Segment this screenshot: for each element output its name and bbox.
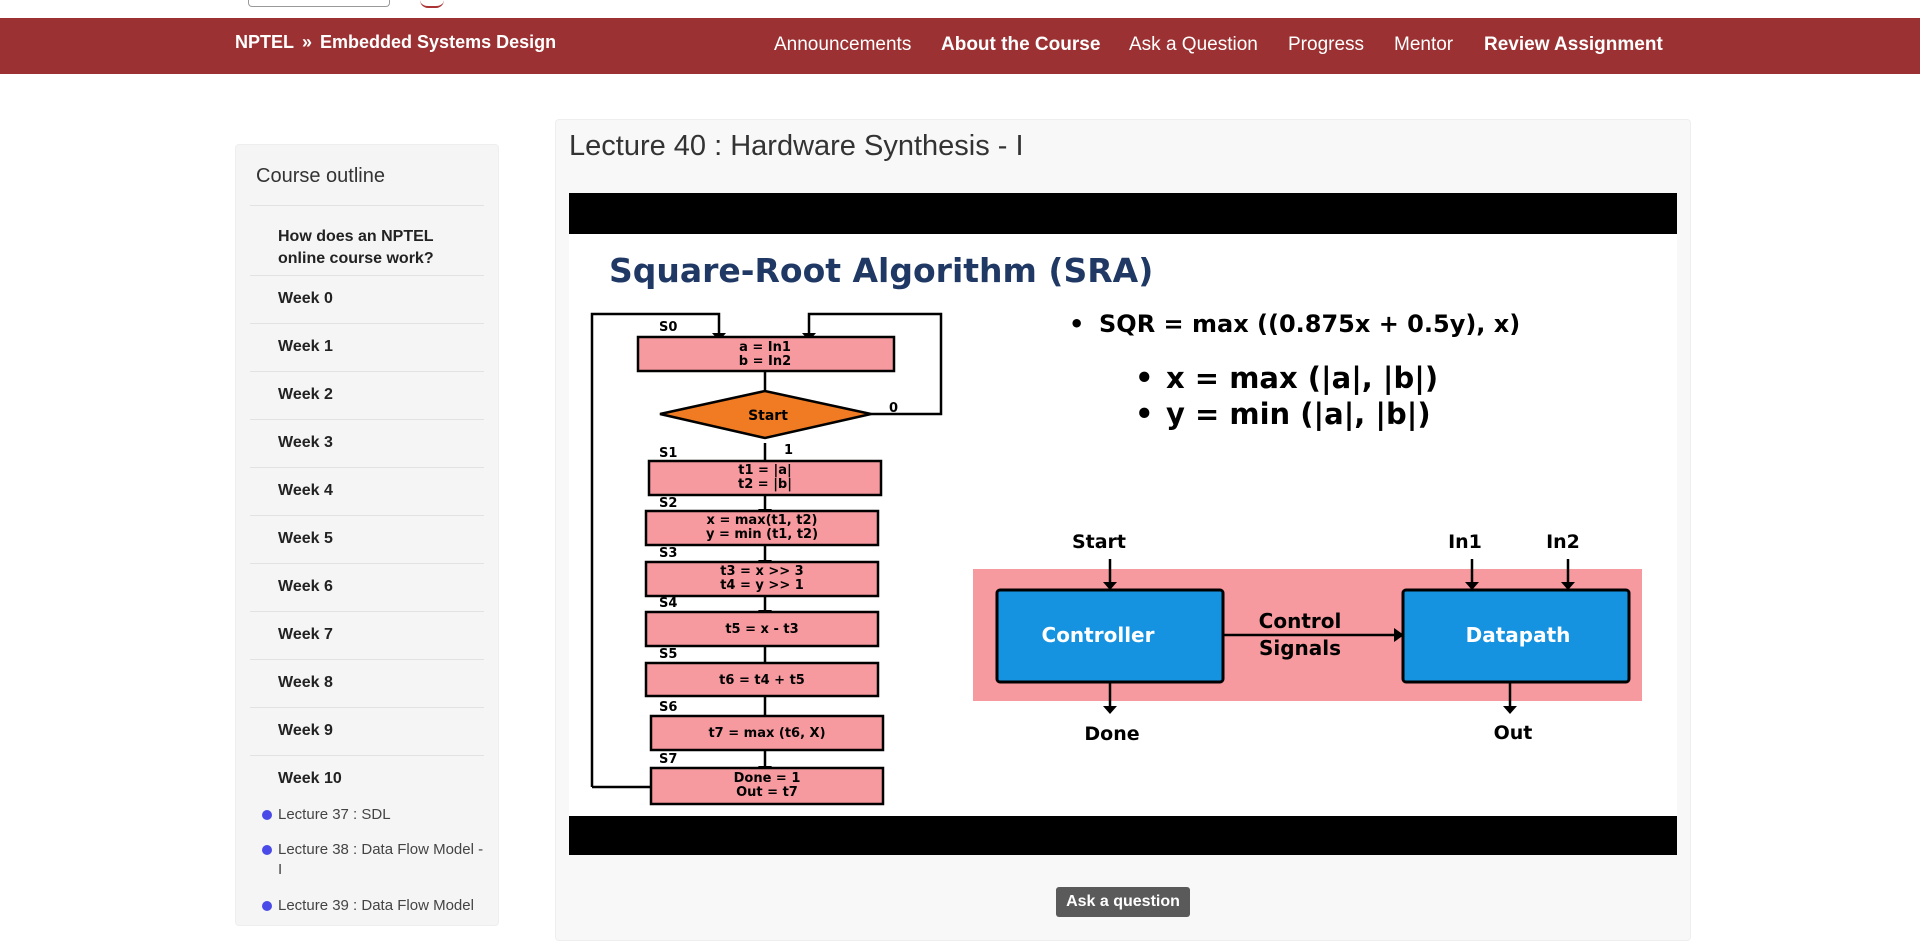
state-label-s0: S0 (659, 320, 677, 335)
page-title: Lecture 40 : Hardware Synthesis - I (569, 130, 1024, 162)
block-arrowheads (1103, 582, 1575, 714)
course-link[interactable]: Embedded Systems Design (320, 32, 557, 52)
s0-line2: b = In2 (739, 354, 791, 369)
formula-x: x = max (|a|, |b|) (1166, 361, 1438, 395)
s6-line1: t7 = max (t6, X) (708, 726, 825, 741)
lecture-label: Lecture 37 : SDL (278, 806, 391, 823)
lecture-item-39[interactable]: Lecture 39 : Data Flow Model (262, 896, 484, 916)
s5-line1: t6 = t4 + t5 (719, 673, 805, 688)
logo (248, 0, 390, 7)
sidebar-item-week-3[interactable]: Week 3 (250, 419, 484, 467)
s0-line1: a = In1 (739, 340, 791, 355)
formula-bullet: • (1135, 361, 1154, 395)
sidebar-item-week-4[interactable]: Week 4 (250, 467, 484, 515)
formula-y: y = min (|a|, |b|) (1166, 397, 1431, 431)
input-in2-label: In2 (1546, 531, 1580, 553)
lecture-item-37[interactable]: Lecture 37 : SDL (262, 805, 484, 825)
state-label-s1: S1 (659, 446, 677, 461)
nav-progress[interactable]: Progress (1288, 34, 1365, 55)
s2-line2: y = min (t1, t2) (706, 527, 818, 542)
decision-label: Start (748, 408, 788, 424)
navbar (0, 18, 1920, 74)
slide-title: Square-Root Algorithm (SRA) (609, 251, 1153, 290)
sidebar-item-week-7[interactable]: Week 7 (250, 611, 484, 659)
sidebar-item-week-5[interactable]: Week 5 (250, 515, 484, 563)
controller-label: Controller (1042, 623, 1155, 647)
branch-one: 1 (784, 443, 793, 458)
datapath-block (1401, 588, 1631, 684)
sidebar-title: Course outline (256, 165, 385, 187)
sidebar-item-week-10[interactable]: Week 10 (250, 755, 484, 803)
sidebar-item-week-8[interactable]: Week 8 (250, 659, 484, 707)
s3-line2: t4 = y >> 1 (720, 578, 804, 593)
state-label-s2: S2 (659, 496, 677, 511)
s1-line2: t2 = |b| (738, 477, 792, 492)
branch-zero: 0 (889, 401, 898, 416)
sidebar-item-week-2[interactable]: Week 2 (250, 371, 484, 419)
s7-line1: Done = 1 (734, 771, 801, 786)
s4-line1: t5 = x - t3 (725, 622, 798, 637)
s7-line2: Out = t7 (736, 785, 798, 800)
sidebar-item-how-it-works[interactable]: How does an NPTEL online course work? (250, 205, 484, 275)
formula-bullet: • (1069, 310, 1084, 338)
input-in1-label: In1 (1448, 531, 1482, 553)
s2-line1: x = max(t1, t2) (707, 513, 818, 528)
state-box-s1 (647, 459, 883, 497)
logo-mark (420, 0, 444, 8)
nav-mentor[interactable]: Mentor (1394, 34, 1454, 55)
formula-bullet: • (1135, 397, 1154, 431)
slide-diagram: Square-Root Algorithm (SRA) • SQR = max … (590, 251, 1642, 806)
block-connectors (1108, 559, 1570, 706)
control-signals-line1: Control (1259, 609, 1342, 633)
output-out-label: Out (1494, 722, 1533, 744)
sidebar-item-week-6[interactable]: Week 6 (250, 563, 484, 611)
state-label-s7: S7 (659, 752, 677, 767)
nav-about-course[interactable]: About the Course (941, 34, 1101, 55)
state-label-s4: S4 (659, 596, 677, 611)
state-label-s5: S5 (659, 647, 677, 662)
top-strip (0, 0, 1920, 18)
brand-link[interactable]: NPTEL (235, 32, 295, 52)
lecture-label: Lecture 39 : Data Flow Model (278, 897, 474, 914)
datapath-label: Datapath (1466, 623, 1571, 647)
lecture-label: Lecture 38 : Data Flow Model - I (278, 841, 484, 878)
bullet-icon (262, 845, 272, 855)
state-label-s3: S3 (659, 546, 677, 561)
course-outline-sidebar: Course outline How does an NPTEL online … (235, 144, 499, 926)
controller-block (995, 588, 1225, 684)
s3-line1: t3 = x >> 3 (720, 564, 803, 579)
bullet-icon (262, 901, 272, 911)
state-box-s5 (644, 661, 880, 698)
formula-sqr: SQR = max ((0.875x + 0.5y), x) (1099, 310, 1520, 338)
bullet-icon (262, 810, 272, 820)
lecture-slide[interactable]: Square-Root Algorithm (SRA) • SQR = max … (569, 234, 1677, 816)
state-box-s3 (644, 560, 880, 598)
nav-announcements[interactable]: Announcements (774, 34, 912, 55)
state-box-s0 (636, 335, 896, 373)
state-box-s7 (649, 766, 885, 806)
breadcrumb-separator: » (302, 32, 313, 52)
sidebar-item-week-0[interactable]: Week 0 (250, 275, 484, 323)
sidebar-item-week-9[interactable]: Week 9 (250, 707, 484, 755)
ask-question-button[interactable]: Ask a question (1056, 887, 1190, 917)
lecture-item-38[interactable]: Lecture 38 : Data Flow Model - I (262, 840, 484, 880)
nav-review-assignment[interactable]: Review Assignment (1484, 34, 1663, 55)
state-box-s4 (644, 610, 880, 648)
start-decision (659, 389, 872, 440)
input-start-label: Start (1072, 531, 1126, 553)
state-box-s6 (649, 714, 885, 752)
state-box-s2 (644, 509, 880, 547)
state-label-s6: S6 (659, 700, 677, 715)
sidebar-item-week-1[interactable]: Week 1 (250, 323, 484, 371)
nav-ask-question[interactable]: Ask a Question (1129, 34, 1258, 55)
control-signals-line2: Signals (1259, 636, 1341, 660)
breadcrumb: NPTEL » Embedded Systems Design (235, 32, 564, 53)
s1-line1: t1 = |a| (738, 463, 791, 478)
output-done-label: Done (1084, 723, 1139, 745)
